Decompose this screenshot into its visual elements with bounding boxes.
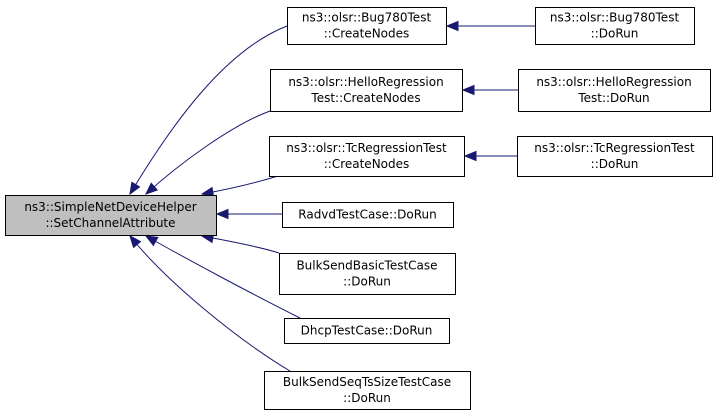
node-hello-create[interactable]: ns3::olsr::HelloRegressionTest::CreateNo… <box>270 69 463 112</box>
node-label-line: DhcpTestCase::DoRun <box>301 324 433 338</box>
node-label-line: ns3::olsr::Bug780Test <box>302 11 432 25</box>
node-label-line: RadvdTestCase::DoRun <box>298 208 436 222</box>
node-bug780-create[interactable]: ns3::olsr::Bug780Test::CreateNodes <box>287 7 447 45</box>
node-label-line: ::CreateNodes <box>324 27 410 41</box>
edge-line <box>145 110 271 195</box>
node-box <box>284 318 450 344</box>
node-box <box>270 69 463 112</box>
node-label-line: ::DoRun <box>343 275 391 289</box>
node-bulk-basic-dorun[interactable]: BulkSendBasicTestCase::DoRun <box>279 253 456 295</box>
node-box <box>279 253 456 295</box>
edge-radvd-dorun-to-root <box>215 208 282 220</box>
node-box <box>535 7 695 45</box>
node-box <box>264 371 471 410</box>
node-box <box>517 136 713 177</box>
node-box <box>518 69 711 112</box>
arrowhead <box>129 181 141 196</box>
node-label-line: BulkSendSeqTsSizeTestCase <box>283 375 451 389</box>
edge-line <box>201 235 280 254</box>
edge-tc-dorun-to-tc-create <box>463 150 517 162</box>
node-box <box>269 136 465 177</box>
arrowhead <box>461 84 475 96</box>
node-label-line: ns3::olsr::HelloRegression <box>536 75 691 89</box>
node-tc-create[interactable]: ns3::olsr::TcRegressionTest::CreateNodes <box>269 136 465 177</box>
node-label-line: ::CreateNodes <box>324 157 410 171</box>
edge-hello-dorun-to-hello-create <box>461 84 518 96</box>
node-label-line: ns3::SimpleNetDeviceHelper <box>24 200 196 214</box>
arrowhead <box>215 208 229 220</box>
edge-dhcp-dorun-to-root <box>144 235 301 319</box>
node-root[interactable]: ns3::SimpleNetDeviceHelper::SetChannelAt… <box>5 195 217 236</box>
node-label-line: Test::DoRun <box>577 91 649 105</box>
arrowhead <box>145 182 159 195</box>
edge-bulk-basic-dorun-to-root <box>200 232 280 254</box>
node-label-line: Test::CreateNodes <box>310 91 420 105</box>
node-label-line: ::SetChannelAttribute <box>45 216 175 230</box>
node-box <box>287 7 447 45</box>
node-radvd-dorun[interactable]: RadvdTestCase::DoRun <box>282 202 454 228</box>
edge-line <box>129 235 291 372</box>
node-bug780-dorun[interactable]: ns3::olsr::Bug780Test::DoRun <box>535 7 695 45</box>
edge-line <box>201 175 279 195</box>
node-dhcp-dorun[interactable]: DhcpTestCase::DoRun <box>284 318 450 344</box>
edge-bug780-create-to-root <box>129 25 288 196</box>
node-box <box>282 202 454 228</box>
node-label-line: ::DoRun <box>591 27 639 41</box>
node-label-line: ::DoRun <box>343 391 391 405</box>
edge-bug780-dorun-to-bug780-create <box>445 20 535 32</box>
edge-line <box>145 235 301 319</box>
edge-bulk-seq-dorun-to-root <box>129 234 291 372</box>
arrowhead <box>144 235 159 247</box>
node-label-line: ns3::olsr::Bug780Test <box>550 11 680 25</box>
edge-tc-create-to-root <box>200 175 279 198</box>
arrowhead <box>463 150 477 162</box>
node-label-line: BulkSendBasicTestCase <box>296 259 437 273</box>
node-box <box>5 195 217 236</box>
node-label-line: ns3::olsr::TcRegressionTest <box>286 141 447 155</box>
node-label-line: ::DoRun <box>591 157 639 171</box>
nodes-layer: ns3::SimpleNetDeviceHelper::SetChannelAt… <box>5 7 713 410</box>
edge-hello-create-to-root <box>145 110 271 195</box>
node-label-line: ns3::olsr::TcRegressionTest <box>534 141 695 155</box>
arrowhead <box>129 234 142 249</box>
arrowhead <box>445 20 459 32</box>
node-label-line: ns3::olsr::HelloRegression <box>288 75 443 89</box>
node-bulk-seq-dorun[interactable]: BulkSendSeqTsSizeTestCase::DoRun <box>264 371 471 410</box>
edge-line <box>129 25 288 195</box>
node-tc-dorun[interactable]: ns3::olsr::TcRegressionTest::DoRun <box>517 136 713 177</box>
